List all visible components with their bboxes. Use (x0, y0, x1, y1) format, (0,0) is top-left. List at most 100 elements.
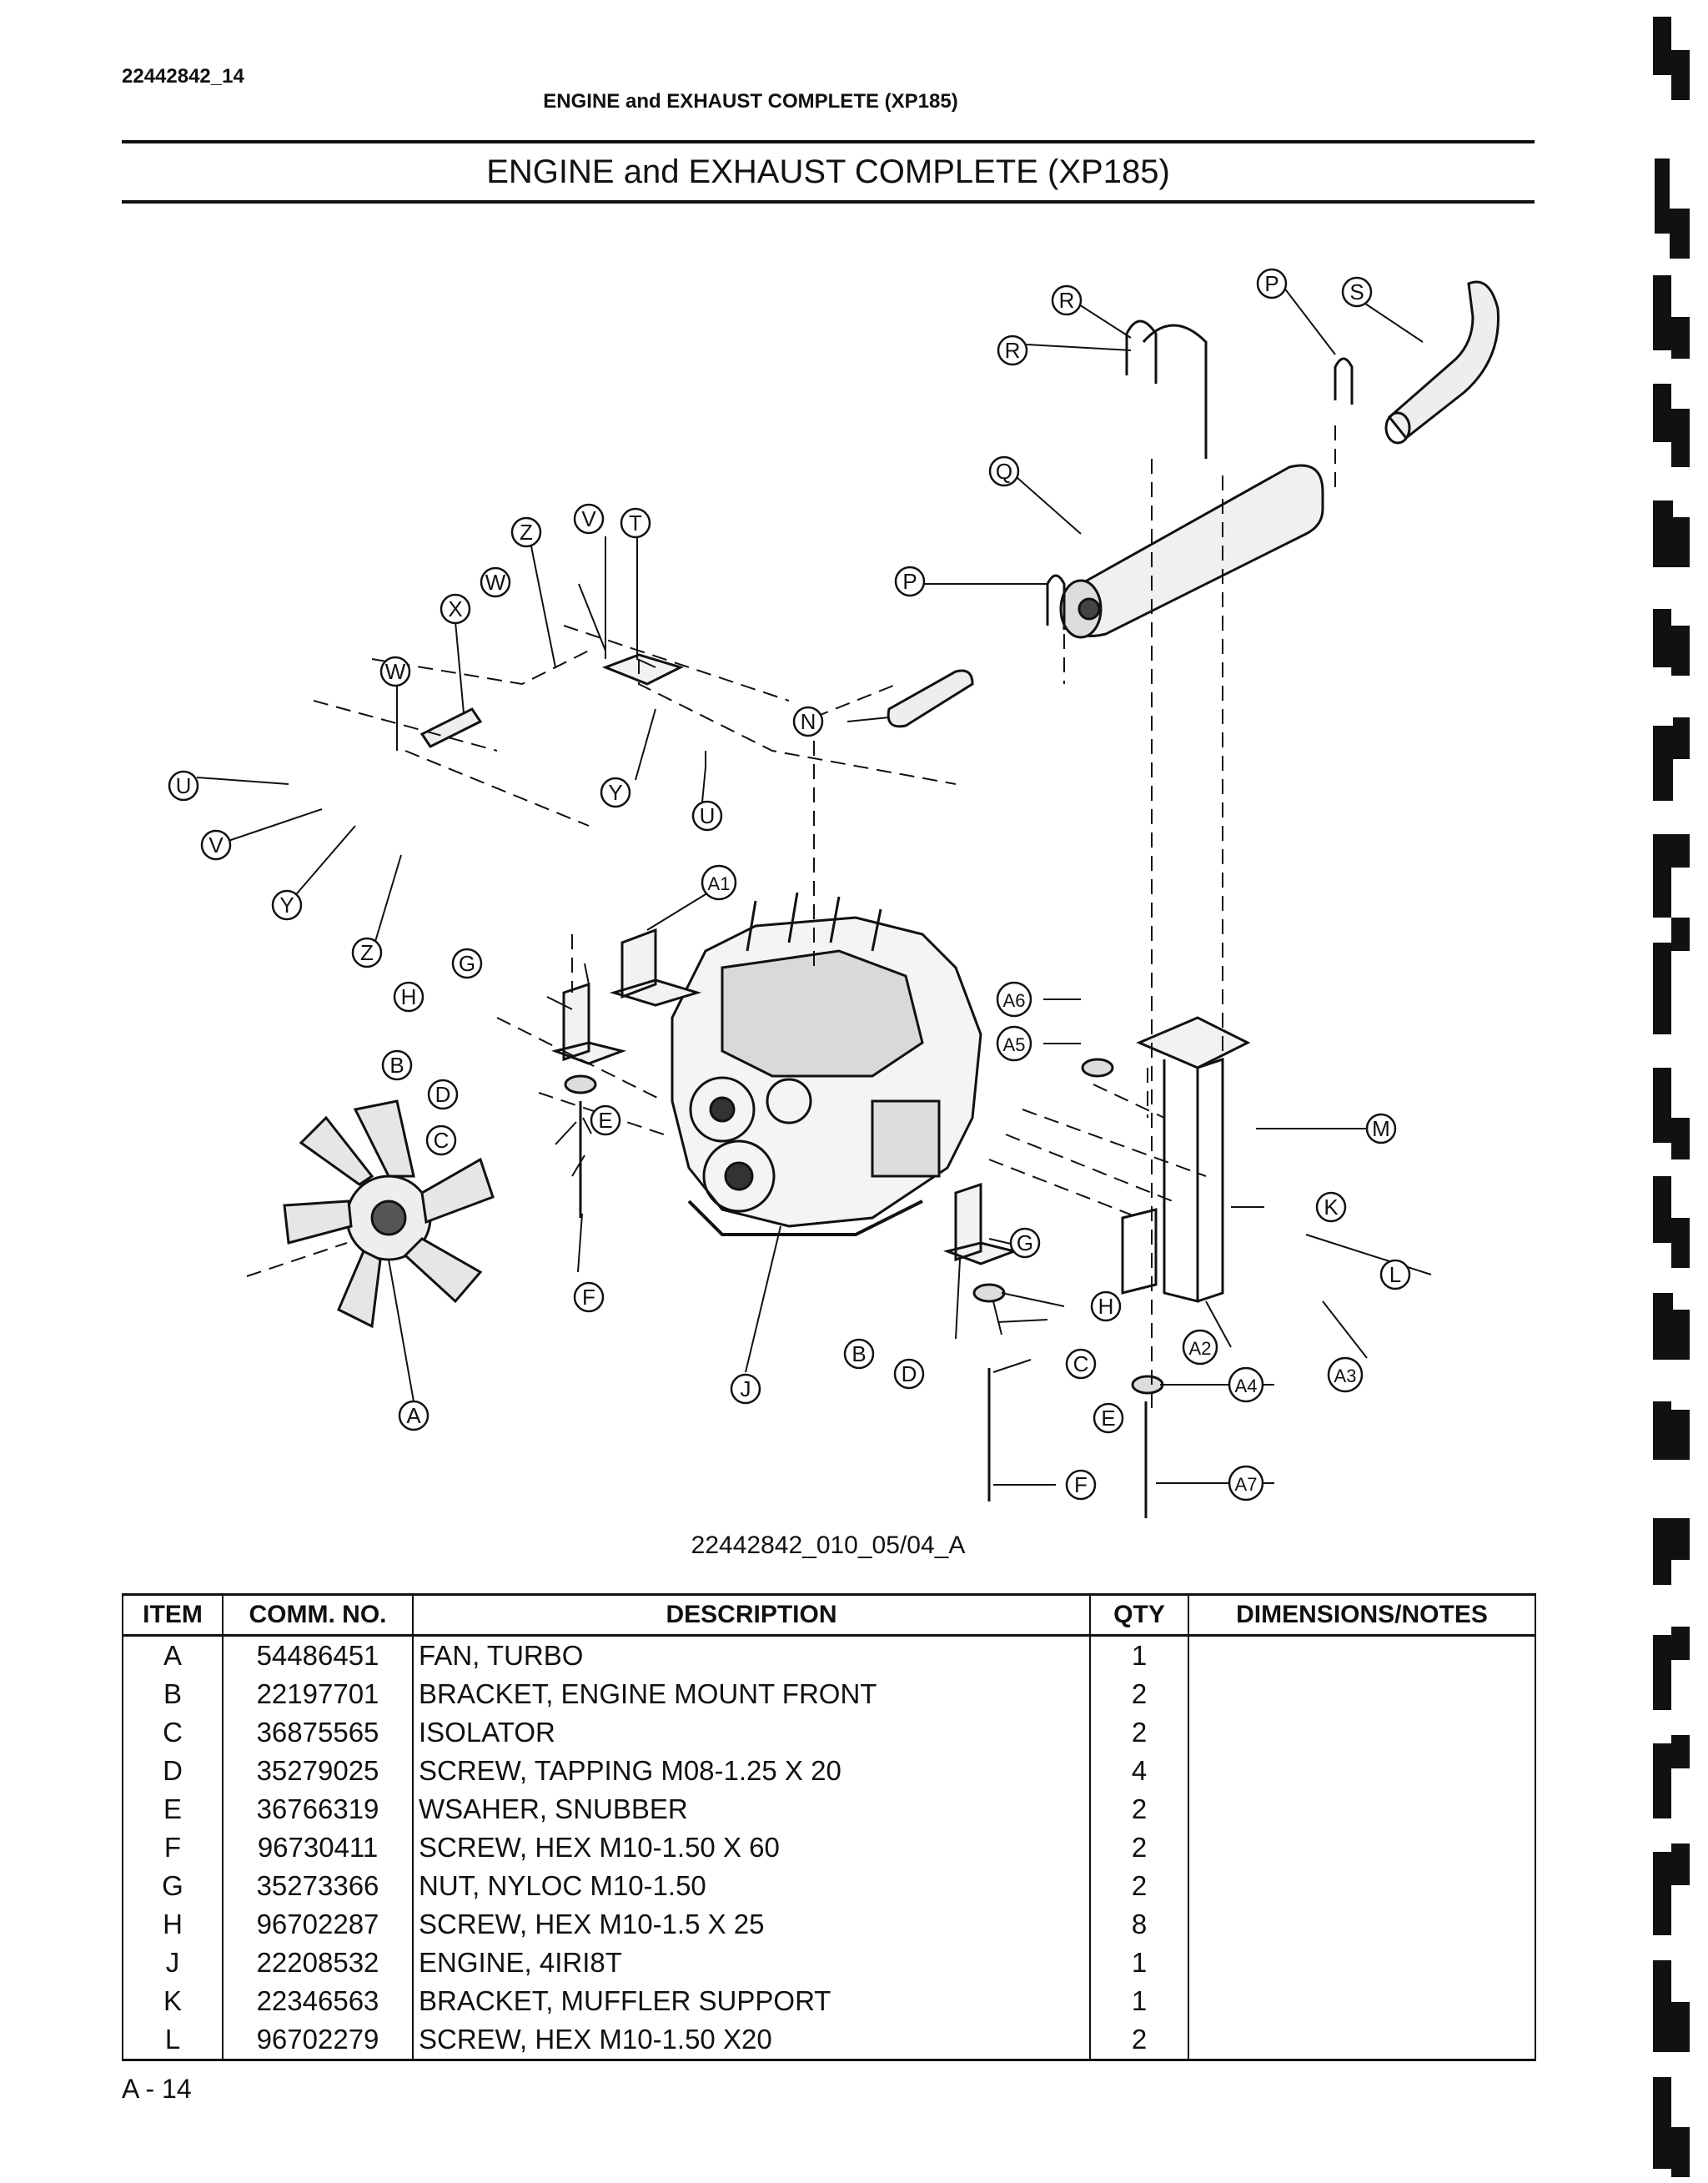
callout-label: J (741, 1376, 751, 1401)
callout-b: B (381, 1049, 413, 1081)
row-item: A (122, 1635, 224, 1675)
col-item: ITEM (122, 1593, 224, 1637)
row-item: L (122, 2020, 224, 2061)
row-comm-no: 22208532 (222, 1944, 414, 1982)
row-notes (1188, 1752, 1536, 1790)
parts-table-header: ITEM COMM. NO. DESCRIPTION QTY DIMENSION… (122, 1593, 1536, 1637)
row-description: FAN, TURBO (412, 1635, 1091, 1675)
row-item: E (122, 1790, 224, 1828)
row-description: ENGINE, 4IRI8T (412, 1944, 1091, 1982)
row-description: SCREW, HEX M10-1.50 X20 (412, 2020, 1091, 2061)
callout-label: E (1101, 1406, 1115, 1431)
row-item: G (122, 1867, 224, 1905)
row-notes (1188, 1867, 1536, 1905)
callout-b: B (843, 1338, 875, 1370)
row-qty: 2 (1089, 1675, 1189, 1713)
callout-e: E (1093, 1402, 1124, 1434)
col-comm-no: COMM. NO. (222, 1593, 414, 1637)
callout-label: A3 (1334, 1366, 1357, 1386)
row-qty: 8 (1089, 1905, 1189, 1944)
callout-label: Y (279, 893, 294, 918)
row-item: F (122, 1828, 224, 1867)
callout-u: U (691, 800, 723, 832)
row-notes (1188, 1982, 1536, 2020)
row-comm-no: 96730411 (222, 1828, 414, 1867)
callout-label: G (1017, 1230, 1033, 1255)
callout-label: A6 (1003, 990, 1026, 1011)
row-comm-no: 96702287 (222, 1905, 414, 1944)
callout-label: D (902, 1361, 917, 1386)
row-comm-no: 96702279 (222, 2020, 414, 2061)
callout-m: M (1365, 1113, 1397, 1144)
callout-label: P (902, 569, 917, 594)
title-rule-top (122, 140, 1535, 143)
callout-label: H (1098, 1294, 1114, 1319)
callout-n: N (792, 706, 824, 737)
callout-label: W (385, 659, 406, 684)
callout-a1: A1 (701, 864, 737, 901)
row-item: J (122, 1944, 224, 1982)
callout-label: S (1349, 279, 1364, 304)
row-description: WSAHER, SNUBBER (412, 1790, 1091, 1828)
callout-label: A2 (1189, 1338, 1212, 1359)
callout-label: A (406, 1403, 421, 1428)
callout-label: R (1059, 288, 1075, 313)
callout-g: G (451, 948, 483, 979)
row-comm-no: 54486451 (222, 1635, 414, 1675)
callout-label: U (700, 803, 716, 828)
callout-label: C (434, 1128, 450, 1153)
row-item: K (122, 1982, 224, 2020)
callout-label: K (1324, 1195, 1339, 1220)
callout-label: F (1074, 1472, 1088, 1497)
callout-v: V (200, 829, 232, 861)
row-qty: 1 (1089, 1635, 1189, 1675)
exploded-parts-diagram: AJBDCEFGHBDCEFGHKMLA2A3A4A7A6A5A1NPQRRPS… (168, 268, 1500, 1518)
callout-f: F (573, 1281, 605, 1313)
callout-d: D (427, 1079, 459, 1110)
row-notes (1188, 1713, 1536, 1752)
row-comm-no: 35273366 (222, 1867, 414, 1905)
parts-table: ITEM COMM. NO. DESCRIPTION QTY DIMENSION… (122, 1593, 1536, 2061)
callout-h: H (1090, 1290, 1122, 1322)
callout-label: W (485, 570, 506, 595)
callout-label: N (801, 709, 816, 734)
callout-label: A1 (708, 873, 731, 894)
row-item: C (122, 1713, 224, 1752)
callout-label: A5 (1003, 1034, 1026, 1055)
callout-label: Z (360, 940, 374, 965)
callout-j: J (730, 1373, 761, 1405)
callout-label: V (581, 506, 596, 531)
row-comm-no: 36766319 (222, 1790, 414, 1828)
callout-label: U (176, 773, 192, 798)
callout-a5: A5 (996, 1025, 1032, 1062)
callout-label: D (435, 1082, 451, 1107)
callout-r: R (997, 334, 1028, 366)
callout-label: R (1005, 338, 1021, 363)
callout-f: F (1065, 1469, 1097, 1501)
callout-g: G (1009, 1227, 1041, 1259)
row-description: NUT, NYLOC M10-1.50 (412, 1867, 1091, 1905)
edge-index-marks (1653, 17, 1690, 2177)
callout-e: E (590, 1104, 621, 1136)
col-notes: DIMENSIONS/NOTES (1188, 1593, 1536, 1637)
row-notes (1188, 1675, 1536, 1713)
row-item: H (122, 1905, 224, 1944)
callout-label: A4 (1235, 1376, 1258, 1396)
callout-x: X (440, 593, 471, 625)
callout-label: M (1372, 1116, 1390, 1141)
callout-label: Q (996, 459, 1012, 484)
row-comm-no: 35279025 (222, 1752, 414, 1790)
col-description: DESCRIPTION (412, 1593, 1091, 1637)
page-title: ENGINE and EXHAUST COMPLETE (XP185) (486, 153, 1170, 190)
callout-a7: A7 (1228, 1465, 1264, 1501)
running-header: ENGINE and EXHAUST COMPLETE (XP185) (543, 90, 958, 113)
row-qty: 4 (1089, 1752, 1189, 1790)
callout-r: R (1051, 284, 1083, 316)
